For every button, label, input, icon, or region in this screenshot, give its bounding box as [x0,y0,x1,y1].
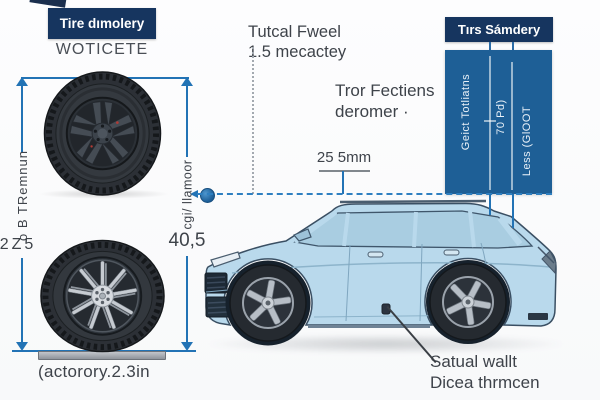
header-tick-line [489,42,491,51]
outer-diameter-rotated-label: o B TRemnun [15,150,30,241]
panel-label-1: Geict Totliatns [460,73,472,151]
right-header-title: Tırs Sámdery [457,22,541,37]
clearance-line1: Tutcal Fweel [248,23,341,41]
down-arrow-icon [16,342,28,351]
panel-divider-line [489,56,491,190]
outer-dimension-line [21,79,23,153]
right-header-box: Tırs Sámdery [445,17,553,42]
sidewall-callout-label: Satual wallt Dicea thrmcen [430,351,540,393]
panel-divider-tick [484,120,496,122]
corner-ribbon-fragment [29,0,67,8]
inner-dimension-line [186,79,188,157]
gap-measurement-tick [342,171,344,194]
dashed-reference-line [197,193,552,195]
gap-measurement-underline [319,170,370,172]
overhang-label: Tror Fectiens deromer · [335,80,435,122]
panel-label-2: 70 Pd) [495,99,507,135]
outer-diameter-value: 2Z5 [0,236,37,253]
spec-panel: Geict Totliatns 70 Pd) Less (GlOOT [445,50,552,194]
up-arrow-icon [16,77,28,86]
suv-side-view-illustration [204,199,557,346]
gap-measurement-value: 25 5mm [316,149,372,166]
left-header-title: Tire dımolery [59,16,145,31]
up-arrow-icon [181,77,193,86]
hub-marker-icon [200,188,215,203]
panel-extension-line [489,194,491,215]
tire-width-label: (actorory.2.3in [38,362,150,381]
clearance-line2: 1.5 mecactey [248,43,347,61]
callout-line1: Satual wallt [430,352,517,371]
inner-dimension-line [186,256,188,346]
clearance-label: Tutcal Fweel 1.5 mecactey [248,22,346,62]
down-arrow-icon [181,342,193,351]
callout-line2: Dicea thrmcen [430,373,540,392]
tire-front-view-top-illustration [43,71,162,196]
overhang-line1: Tror Fectiens [335,81,435,100]
panel-extension-line [512,194,514,228]
panel-divider-line [511,62,513,190]
panel-label-3: Less (GlOOT [521,105,533,177]
rim-diameter-rotated-label: cgi/ llamoor [180,159,195,230]
rim-diameter-value: 40,5 [168,230,206,251]
left-arrowhead-icon [190,190,198,198]
left-subheader: WOTICETE [55,41,149,58]
tire-front-view-bottom-illustration [40,239,165,353]
dotted-leader-line [252,47,254,194]
left-header-box: Tire dımolery [48,8,156,39]
outer-dimension-line [21,258,23,346]
header-tick-line [512,42,514,51]
overhang-line2: deromer · [335,102,409,121]
